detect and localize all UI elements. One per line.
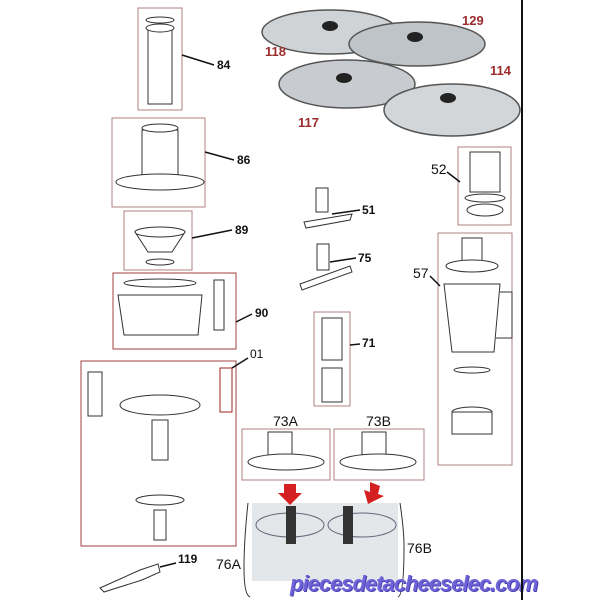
box-90 [112,272,237,350]
label-114: 114 [490,63,511,78]
label-73A: 73A [273,413,298,429]
label-84: 84 [217,58,231,72]
label-52: 52 [431,161,447,177]
divider-line [521,0,523,600]
box-89 [123,210,193,271]
box-84 [137,7,183,111]
label-71: 71 [362,336,376,350]
label-51: 51 [362,203,376,217]
label-89: 89 [235,223,249,237]
box-73B [333,428,425,481]
label-01: 01 [250,347,264,361]
label-57: 57 [413,265,429,281]
label-129: 129 [462,13,484,28]
label-76B: 76B [407,540,432,556]
label-119: 119 [178,552,198,566]
label-86: 86 [237,153,251,167]
label-75: 75 [358,251,372,265]
label-73B: 73B [366,413,391,429]
watermark: piecesdetacheeselec.com [290,571,538,596]
box-57 [437,232,513,466]
label-76A: 76A [216,556,241,572]
label-117: 117 [298,115,319,130]
box-52 [457,146,512,226]
box-71 [313,311,351,407]
box-73A [241,428,331,481]
box-01 [80,360,237,547]
box-86 [111,117,206,208]
label-90: 90 [255,306,269,320]
label-118: 118 [265,44,286,59]
